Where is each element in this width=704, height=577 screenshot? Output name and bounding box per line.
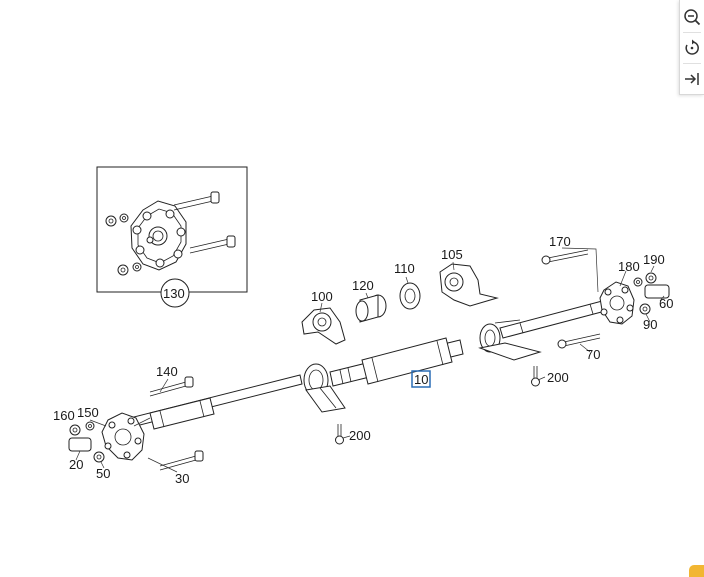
label-170[interactable]: 170 [549, 234, 571, 249]
label-180[interactable]: 180 [618, 259, 640, 274]
rear-flex-disc [599, 272, 670, 325]
reset-rotate-button[interactable] [680, 33, 704, 63]
label-140[interactable]: 140 [156, 364, 178, 379]
label-200-rear[interactable]: 200 [547, 370, 569, 385]
label-130[interactable]: 130 [163, 286, 185, 301]
rotate-icon [685, 39, 699, 55]
bolts [149, 249, 601, 471]
propeller-shaft [121, 299, 610, 430]
zoom-out-icon [684, 9, 701, 26]
viewer-toolbar [679, 0, 704, 95]
inset-box-130 [96, 166, 248, 308]
toolbar-divider [683, 32, 701, 33]
label-160[interactable]: 160 [53, 408, 75, 423]
zoom-out-button[interactable] [680, 2, 704, 32]
bolts-200 [335, 366, 540, 445]
label-30[interactable]: 30 [175, 471, 189, 486]
callout-circle-130 [160, 278, 190, 308]
label-20[interactable]: 20 [69, 457, 83, 472]
label-190[interactable]: 190 [643, 252, 665, 267]
label-120[interactable]: 120 [352, 278, 374, 293]
exploded-parts [301, 263, 499, 345]
selected-part-highlight [411, 370, 431, 388]
label-105[interactable]: 105 [441, 247, 463, 262]
corner-tab[interactable] [689, 565, 704, 577]
label-60[interactable]: 60 [659, 296, 673, 311]
label-100[interactable]: 100 [311, 289, 333, 304]
toolbar-divider [683, 63, 701, 64]
collapse-arrow-icon [685, 73, 699, 85]
label-50[interactable]: 50 [96, 466, 110, 481]
label-90[interactable]: 90 [643, 317, 657, 332]
leader-lines [75, 247, 665, 473]
label-10[interactable]: 10 [414, 372, 428, 387]
collapse-panel-button[interactable] [680, 64, 704, 94]
label-150[interactable]: 150 [77, 405, 99, 420]
label-200-front[interactable]: 200 [349, 428, 371, 443]
label-110[interactable]: 110 [394, 261, 415, 276]
label-70[interactable]: 70 [586, 347, 600, 362]
front-flex-disc [68, 412, 145, 463]
part-labels: 130 10 20 30 50 60 70 90 100 105 110 120… [53, 234, 673, 486]
